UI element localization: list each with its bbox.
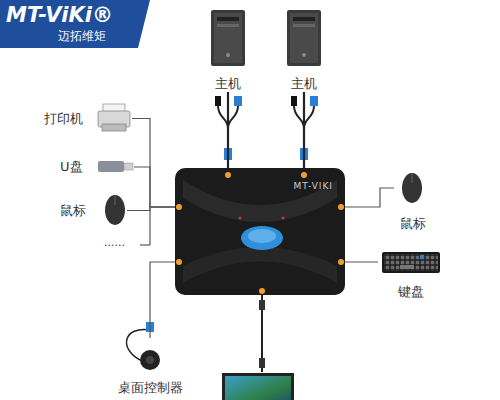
host-tower-part: [302, 53, 306, 57]
host-tower: [211, 10, 245, 66]
port-dot: [176, 259, 182, 265]
printer-node: 打印机: [44, 103, 132, 134]
port-dot: [259, 288, 265, 294]
host-tower-part: [290, 13, 318, 63]
switch-button: [248, 229, 276, 243]
usb-stick-icon-part: [124, 163, 133, 170]
monitor-cable: [259, 295, 265, 372]
keyboard-node: 键盘: [378, 248, 444, 300]
device-label: 鼠标: [60, 203, 86, 219]
host-cable-part: [304, 106, 314, 128]
host-tower-part: [217, 24, 239, 27]
host-cable-part: [291, 96, 297, 106]
host-cable-part: [234, 96, 242, 106]
switch-panel: [183, 180, 337, 222]
monitor-icon: [222, 373, 294, 400]
monitor-icon-part: [222, 373, 294, 400]
mouse-icon-part: [105, 195, 125, 225]
mouse-icon-part: [402, 173, 422, 203]
host-node: 主机: [205, 8, 251, 92]
host-cable: [303, 92, 305, 168]
host-cable-part: [294, 106, 304, 128]
controller-node: 桌面控制器: [106, 338, 194, 396]
port-dot: [338, 259, 344, 265]
monitor-cable-part: [259, 300, 265, 310]
port-dot: [225, 172, 231, 178]
mouse-icon: [105, 195, 125, 225]
logo-banner: [0, 0, 150, 48]
switch-body: [175, 168, 345, 295]
mouse-icon-part: [412, 174, 413, 183]
host-tower-part: [217, 17, 239, 21]
controller-icon-part: [140, 350, 160, 370]
mouse-node: 鼠标: [394, 170, 432, 232]
port-dot: [176, 204, 182, 210]
switch-panel: [183, 247, 337, 283]
usb-stick-icon-part: [98, 161, 124, 172]
brand-text: MT-VIKI: [293, 181, 333, 192]
device-label: 主机: [281, 76, 327, 92]
bracket-line: [140, 207, 150, 245]
host-tower-part: [293, 24, 315, 27]
host-tower-part: [214, 13, 242, 63]
keyboard-icon-part: [384, 254, 438, 271]
port-dot: [338, 204, 344, 210]
device-label: 打印机: [44, 111, 83, 127]
host-cable-part: [215, 96, 221, 106]
cable-connector: [134, 167, 175, 207]
host-tower-part: [226, 53, 230, 57]
usb-node: U盘: [60, 156, 134, 178]
host-cable-part: [218, 106, 228, 128]
keyboard-icon-part: [382, 252, 440, 273]
mouse-icon: [402, 173, 422, 203]
device-label: 鼠标: [394, 216, 432, 232]
keyboard-icon-part: [420, 255, 424, 259]
brand-subtitle: 迈拓维矩: [58, 28, 106, 45]
cable-connector: [345, 261, 378, 262]
host-cable-part: [310, 96, 318, 106]
host-cable-part: [228, 106, 238, 128]
keyboard-icon: [382, 252, 440, 273]
printer-icon-part: [102, 124, 126, 131]
device-label: 键盘: [378, 284, 444, 300]
usb-stick-icon: [98, 161, 133, 172]
led-dot: [238, 216, 241, 219]
cable-connector: [150, 262, 175, 338]
device-label: 桌面控制器: [106, 380, 194, 396]
logo-banner-part: [0, 0, 150, 48]
cable-connector: [132, 119, 175, 208]
port-dot: [301, 172, 307, 178]
controller-icon: [127, 322, 160, 370]
mouse-node: 鼠标: [60, 195, 127, 226]
cable-connector: [345, 188, 394, 207]
printer-icon: [98, 104, 130, 131]
host-node: 主机: [281, 8, 327, 92]
switch-button: [241, 226, 283, 250]
monitor-cable-part: [259, 358, 265, 368]
cable-connector: [127, 207, 175, 211]
ellipsis-label: ......: [104, 236, 125, 249]
device-label: U盘: [60, 159, 83, 175]
host-tower-part: [211, 10, 245, 66]
host-tower-part: [287, 10, 321, 66]
mouse-icon-part: [115, 196, 116, 205]
bracket-line-part: [149, 207, 150, 245]
kvm-switch: MT-VIKI: [175, 168, 345, 295]
keyboard-icon-part: [400, 265, 414, 269]
brand-logo: MT-ViKi®: [6, 3, 113, 27]
monitor-icon-part: [225, 376, 291, 400]
bracket-line-part: [140, 244, 150, 245]
controller-icon-part: [146, 356, 154, 364]
host-tower: [287, 10, 321, 66]
led-dot: [281, 216, 284, 219]
device-label: 主机: [205, 76, 251, 92]
host-cable: [227, 92, 229, 168]
host-tower-part: [293, 17, 315, 21]
